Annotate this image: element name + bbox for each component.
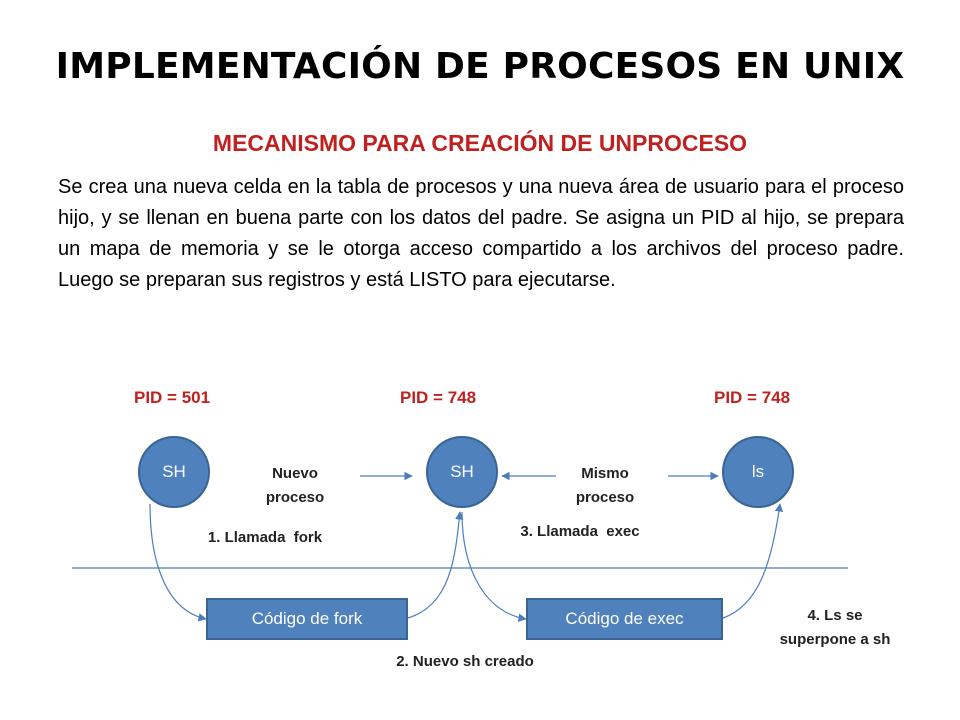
box-codigo-exec: Código de exec xyxy=(526,598,723,640)
label-mismo-line1: Mismo xyxy=(581,465,629,482)
label-step1: 1. Llamada fork xyxy=(207,529,323,546)
section-subtitle: MECANISMO PARA CREACIÓN DE UNPROCESO xyxy=(212,130,748,156)
label-step4: 4. Ls se superpone a sh xyxy=(750,604,920,652)
process-node-ls: ls xyxy=(722,436,794,508)
process-node-sh-child: SH xyxy=(426,436,498,508)
label-nuevo-line2: proceso xyxy=(265,489,325,506)
page-title: IMPLEMENTACIÓN DE PROCESOS EN UNIX xyxy=(55,46,905,87)
arrow-sh-to-fork xyxy=(149,503,207,622)
pid-label-3: PID = 748 xyxy=(714,388,791,407)
arrow-fork-to-sh xyxy=(407,511,464,619)
pid-label-1: PID = 501 xyxy=(134,388,211,407)
label-mismo-proceso: Mismo proceso xyxy=(550,462,660,510)
arrow-sh-to-exec xyxy=(461,511,527,622)
label-nuevo-proceso: Nuevo proceso xyxy=(240,462,350,510)
process-node-sh-parent: SH xyxy=(138,436,210,508)
pid-label-2: PID = 748 xyxy=(400,388,477,407)
label-step4-line2: superpone a sh xyxy=(779,631,891,648)
description-paragraph: Se crea una nueva celda en la tabla de p… xyxy=(58,176,904,291)
arrow-exec-to-ls xyxy=(722,503,784,619)
label-step4-line1: 4. Ls se xyxy=(807,607,863,624)
box-codigo-fork: Código de fork xyxy=(206,598,408,640)
label-nuevo-line1: Nuevo xyxy=(272,465,318,482)
label-step2: 2. Nuevo sh creado xyxy=(396,653,534,670)
label-mismo-line2: proceso xyxy=(575,489,635,506)
label-step3: 3. Llamada exec xyxy=(520,523,640,540)
